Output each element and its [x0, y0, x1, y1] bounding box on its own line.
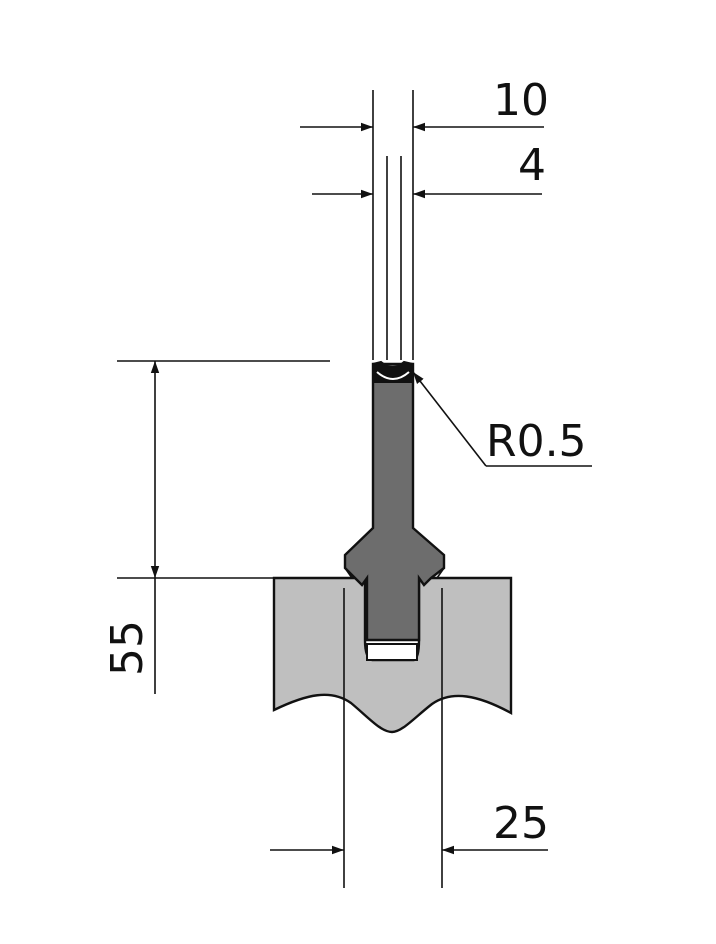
- dimension-tip-width-label: 4: [518, 140, 546, 191]
- dimension-top-width: 10: [300, 75, 549, 360]
- dimension-die-opening-label: 25: [493, 798, 549, 849]
- dimension-radius-label: R0.5: [486, 416, 587, 467]
- dimension-radius: R0.5: [412, 371, 592, 467]
- dimension-top-width-label: 10: [493, 75, 549, 126]
- dimension-die-opening: 25: [270, 588, 549, 888]
- dimension-height: 55: [102, 360, 330, 694]
- punch-body: [343, 360, 446, 642]
- dimension-tip-width: 4: [312, 140, 546, 360]
- dimension-height-label: 55: [102, 620, 153, 676]
